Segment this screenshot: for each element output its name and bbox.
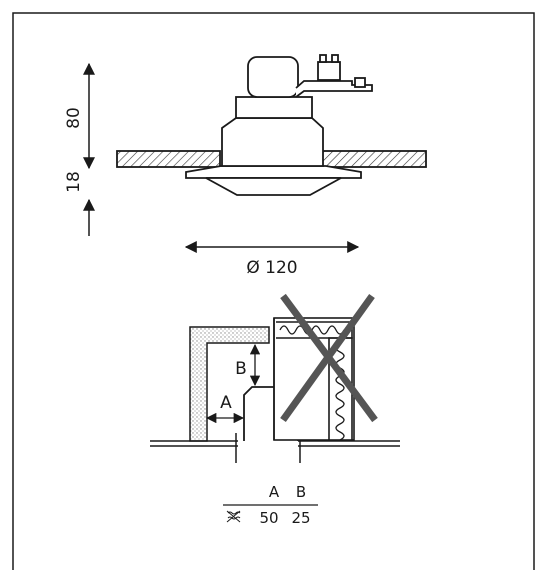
no-insulation-symbol-icon	[226, 510, 241, 523]
height-bottom-label: 18	[64, 171, 84, 193]
luminaire-neck	[235, 96, 313, 119]
clearance-a-label: A	[220, 393, 232, 413]
luminaire-housing	[221, 117, 324, 167]
table-header-b: B	[296, 483, 306, 501]
clearance-b-label: B	[235, 359, 247, 379]
table-value-a: 50	[259, 509, 278, 527]
height-top-label: 80	[64, 107, 84, 129]
transformer-box	[247, 56, 299, 98]
big-x-icon	[280, 293, 378, 423]
luminaire-lens	[205, 177, 342, 196]
clearance-diagram: A B	[150, 293, 400, 463]
clearance-table: A B 50 25	[223, 483, 318, 527]
luminaire-side-view	[116, 54, 427, 196]
diameter-label: Ø 120	[246, 258, 297, 278]
terminal-block	[317, 61, 341, 81]
ceiling-right	[321, 150, 427, 168]
luminaire-bezel	[185, 165, 362, 179]
table-header-a: A	[269, 483, 280, 501]
table-value-b: 25	[291, 509, 310, 527]
insulation-wall	[189, 326, 270, 442]
ceiling-left	[116, 150, 221, 168]
